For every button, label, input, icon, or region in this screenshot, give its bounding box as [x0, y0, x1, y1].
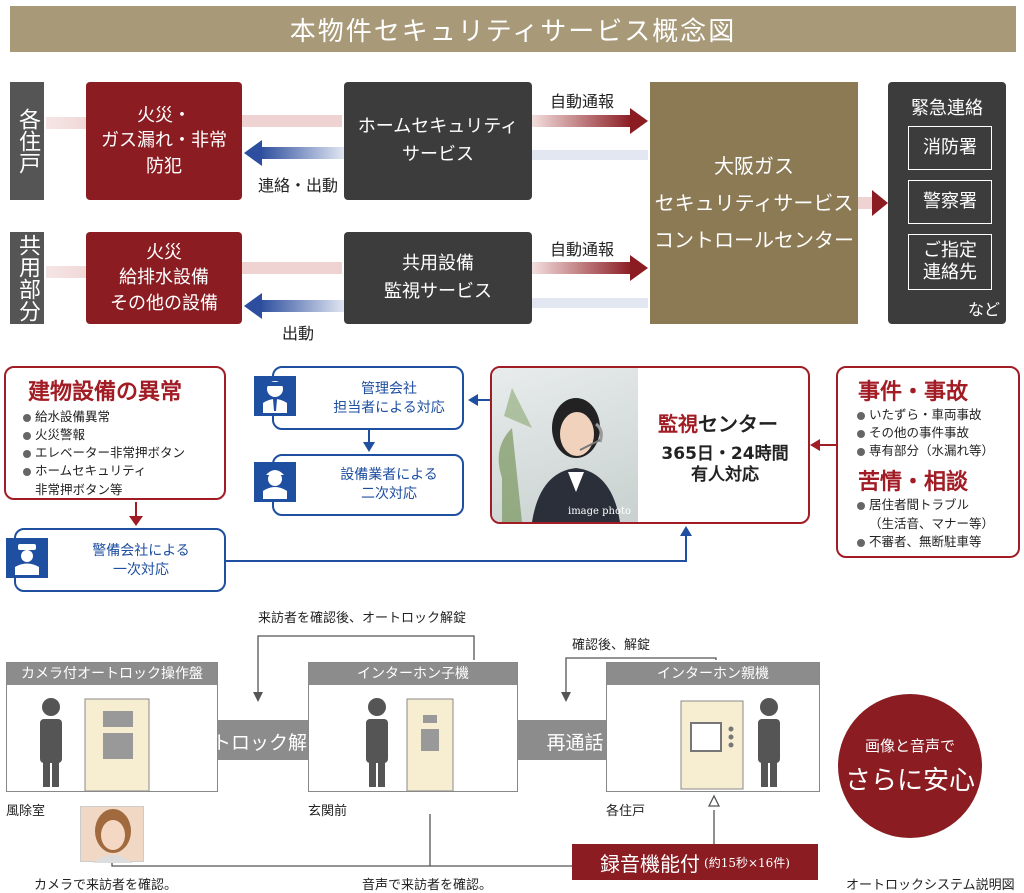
building-abnormality-title: 建物設備の異常 [28, 380, 183, 405]
auto-report-label-1: 自動通報 [550, 92, 615, 111]
image-photo-note: image photo [568, 506, 632, 517]
middle-flow-arrows [129, 394, 836, 562]
reassurance-badge: 画像と音声で さらに安心 [838, 694, 982, 838]
incident-title: 事件・事故 [858, 380, 969, 405]
incident-item: その他の事件事故 [856, 424, 1018, 442]
control-center-line2: セキュリティサービス [654, 190, 854, 215]
camera-caption: カメラで来訪者を確認。 [34, 878, 178, 893]
emergency-police: 警察署 [908, 180, 992, 224]
monitor-title-black: センター [698, 412, 778, 436]
guard-line1: 警備会社による [92, 543, 190, 559]
person-and-panel-icon [40, 698, 150, 792]
control-center-line1: 大阪ガス [714, 153, 794, 178]
guard-line2: 一次対応 [113, 561, 169, 578]
top-flow-arrows [46, 108, 888, 319]
visitor-photo [80, 806, 144, 863]
person-and-handset-icon [366, 698, 454, 792]
emergency-title: 緊急連絡 [911, 98, 983, 119]
building-abnormality-box: 建物設備の異常 給水設備異常 火災警報 エレベーター非常押ボタン ホームセキュリ… [4, 366, 226, 500]
master-unit-and-person-icon [680, 698, 780, 790]
residence-event-1: 火災・ [137, 105, 191, 127]
emergency-fire: 消防署 [908, 126, 992, 170]
manager-person-icon [254, 376, 296, 416]
page-title: 本物件セキュリティサービス概念図 [10, 6, 1016, 52]
control-center-line3: コントロールセンター [654, 227, 854, 252]
mgmt-line2: 担当者による対応 [333, 399, 445, 416]
autolock-panel-title: カメラ付オートロック操作盤 [7, 663, 217, 685]
incident-item: いたずら・車両事故 [856, 406, 1018, 424]
residence-event-2: ガス漏れ・非常 [101, 130, 227, 152]
mgmt-line1: 管理会社 [361, 381, 417, 397]
emergency-etc: など [967, 300, 1000, 319]
location-residence: 各住戸 [606, 804, 646, 819]
home-security-line2: サービス [402, 144, 474, 165]
common-monitor-line1: 共用設備 [402, 253, 474, 275]
location-windbreak: 風除室 [6, 804, 46, 819]
guard-company-box: 警備会社による 一次対応 [14, 528, 226, 592]
complaint-title: 苦情・相談 [858, 470, 969, 496]
common-monitor-line2: 監視サービス [384, 281, 492, 302]
monitor-center-title: 監視センター [658, 408, 778, 437]
residence-event-3: 防犯 [146, 155, 182, 177]
auto-report-label-2: 自動通報 [550, 240, 615, 259]
common-event-1: 火災 [146, 242, 182, 264]
second-loop-label: 確認後、解錠 [572, 638, 651, 653]
equip-line2: 二次対応 [361, 485, 417, 502]
building-item: ホームセキュリティ [22, 462, 224, 480]
dispatch-label: 出動 [282, 324, 315, 343]
footer-caption: オートロックシステム説明図 [846, 878, 1015, 893]
contact-dispatch-label: 連絡・出動 [258, 176, 339, 195]
recording-main: 録音機能付 [600, 851, 701, 876]
building-item: 火災警報 [22, 426, 224, 444]
worker-person-icon [254, 462, 296, 502]
management-company-box: 管理会社 担当者による対応 [272, 366, 464, 430]
autolock-unlock-arrow: オートロック解錠 [173, 731, 326, 754]
building-item: 非常押ボタン等 [35, 481, 123, 497]
security-guard-icon [6, 538, 48, 578]
complaint-item: 不審者、無断駐車等 [856, 533, 1018, 551]
recording-sub: (約15秒×16件) [704, 855, 790, 870]
autolock-panel: カメラ付オートロック操作盤 [6, 662, 218, 792]
row-label-residence: 各住戸 [10, 82, 44, 200]
emergency-designated: ご指定 連絡先 [908, 234, 992, 290]
incident-item: 専有部分（水漏れ等） [856, 442, 1018, 460]
voice-caption: 音声で来訪者を確認。 [362, 878, 493, 893]
monitor-title-red: 監視 [658, 412, 698, 436]
location-entrance: 玄関前 [308, 804, 348, 819]
recording-function-badge: 録音機能付 (約15秒×16件) [572, 844, 818, 880]
control-center-box: 大阪ガス セキュリティサービス コントロールセンター [650, 82, 858, 324]
monitor-hours: 365日・24時間 [661, 444, 789, 464]
handset-panel-title: インターホン子機 [309, 663, 517, 685]
common-events-box: 火災 給排水設備 その他の設備 [86, 232, 242, 324]
common-event-3: その他の設備 [110, 292, 218, 314]
row-label-common: 共用部分 [10, 232, 44, 324]
building-item: エレベーター非常押ボタン [22, 444, 224, 462]
recall-arrow: 再通話 [546, 731, 604, 754]
incident-complaint-box: 事件・事故 いたずら・車両事故 その他の事件事故 専有部分（水漏れ等） 苦情・相… [836, 366, 1020, 558]
master-panel-title: インターホン親機 [607, 663, 819, 685]
monitor-staffed: 有人対応 [691, 465, 759, 486]
equipment-contractor-box: 設備業者による 二次対応 [272, 454, 464, 516]
intercom-master-panel: インターホン親機 [606, 662, 820, 792]
operator-photo [492, 368, 638, 522]
home-security-box: ホームセキュリティ サービス [344, 82, 532, 200]
emergency-box: 緊急連絡 消防署 警察署 ご指定 連絡先 など [888, 82, 1006, 324]
building-item: 給水設備異常 [22, 408, 224, 426]
equip-line1: 設備業者による [340, 467, 438, 483]
badge-big-text: さらに安心 [844, 766, 975, 796]
complaint-item: （生活音、マナー等） [869, 515, 995, 531]
monitoring-center-box: image photo 監視センター 365日・24時間 有人対応 [490, 366, 810, 524]
common-event-2: 給排水設備 [119, 267, 209, 289]
top-loop-label: 来訪者を確認後、オートロック解錠 [258, 611, 467, 626]
home-security-line1: ホームセキュリティ [357, 116, 519, 138]
complaint-item: 居住者間トラブル [856, 496, 1018, 514]
common-monitor-box: 共用設備 監視サービス [344, 232, 532, 324]
badge-small-text: 画像と音声で [864, 737, 955, 755]
intercom-handset-panel: インターホン子機 [308, 662, 518, 792]
residence-events-box: 火災・ ガス漏れ・非常 防犯 [86, 82, 242, 200]
